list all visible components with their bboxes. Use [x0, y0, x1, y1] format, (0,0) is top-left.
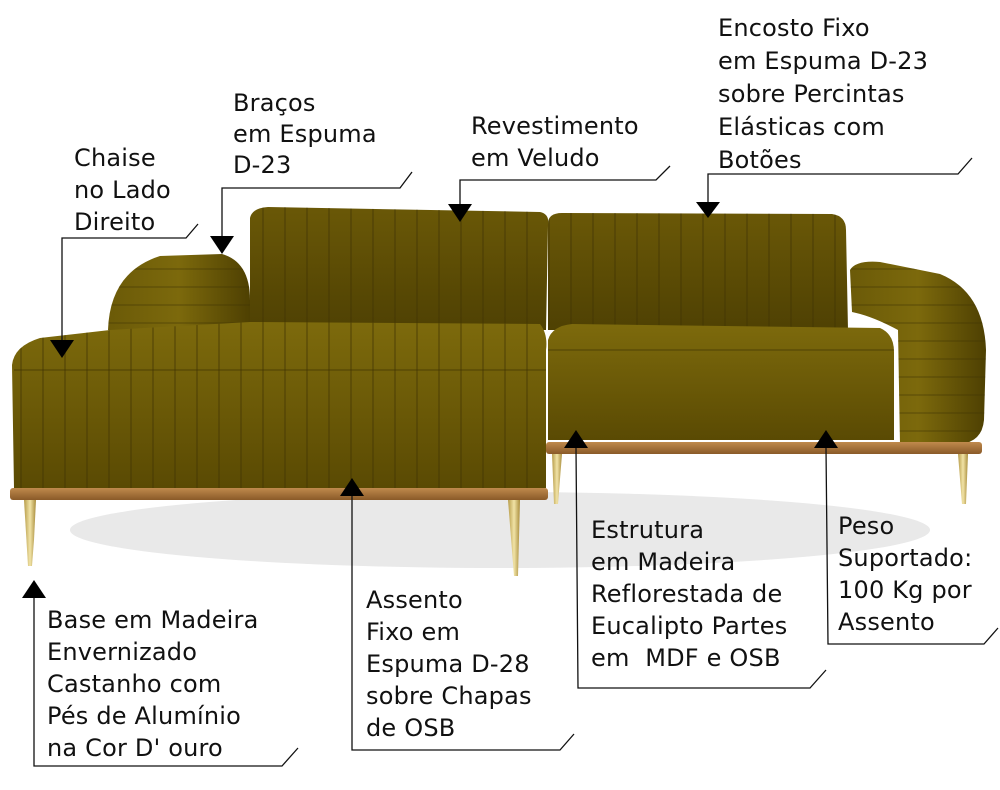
- arrow-encosto: [696, 202, 720, 218]
- callout-assento-line: sobre Chapas: [366, 682, 532, 710]
- arrow-peso: [814, 430, 838, 448]
- callout-peso-line: Assento: [838, 608, 935, 636]
- callout-revestimento-line: Revestimento: [471, 112, 639, 140]
- callout-assento-line: de OSB: [366, 714, 456, 742]
- callout-bracos: Braços em Espuma D-23: [233, 88, 377, 181]
- callout-bracos-line: Braços: [233, 89, 316, 117]
- callout-estrutura-line: em MDF e OSB: [591, 644, 781, 672]
- callout-peso: Peso Suportado: 100 Kg por Assento: [838, 510, 972, 638]
- callout-estrutura: Estrutura em Madeira Reflorestada de Euc…: [591, 514, 787, 674]
- callout-estrutura-line: em Madeira: [591, 548, 736, 576]
- right-arm: [850, 261, 986, 444]
- callout-chaise: Chaise no Lado Direito: [74, 142, 171, 238]
- callout-assento-line: Espuma D-28: [366, 650, 530, 678]
- callout-assento-line: Fixo em: [366, 618, 461, 646]
- callout-estrutura-line: Reflorestada de: [591, 580, 783, 608]
- callout-assento-line: Assento: [366, 586, 463, 614]
- callout-peso-line: Peso: [838, 512, 895, 540]
- callout-lines: [33, 157, 999, 767]
- arrowheads: [22, 202, 838, 598]
- callout-chaise-line: Direito: [74, 208, 156, 236]
- callout-encosto: Encosto Fixo em Espuma D-23 sobre Percin…: [718, 12, 928, 177]
- arrow-base: [22, 580, 46, 598]
- callout-estrutura-line: Estrutura: [591, 516, 705, 544]
- arrow-estrutura: [564, 430, 588, 448]
- callout-base-line: Envernizado: [47, 638, 198, 666]
- callout-assento: Assento Fixo em Espuma D-28 sobre Chapas…: [366, 584, 532, 744]
- callout-encosto-line: Botões: [718, 146, 802, 174]
- callout-chaise-line: no Lado: [74, 176, 171, 204]
- callout-chaise-line: Chaise: [74, 144, 156, 172]
- callout-bracos-line: em Espuma: [233, 120, 377, 148]
- callout-revestimento: Revestimento em Veludo: [471, 110, 639, 174]
- left-arm: [108, 254, 250, 330]
- callout-base-line: na Cor D' ouro: [47, 734, 223, 762]
- chaise-seat: [12, 322, 547, 488]
- callout-peso-line: 100 Kg por: [838, 576, 972, 604]
- callout-encosto-line: Elásticas com: [718, 113, 886, 141]
- callout-encosto-line: Encosto Fixo: [718, 14, 870, 42]
- floor-shadow: [70, 492, 930, 568]
- callout-base: Base em Madeira Envernizado Castanho com…: [47, 604, 259, 764]
- arrow-chaise: [50, 340, 74, 358]
- callout-encosto-line: sobre Percintas: [718, 80, 905, 108]
- callout-base-line: Base em Madeira: [47, 606, 259, 634]
- callout-base-line: Pés de Alumínio: [47, 702, 242, 730]
- callout-estrutura-line: Eucalipto Partes: [591, 612, 788, 640]
- callout-revestimento-line: em Veludo: [471, 144, 600, 172]
- callout-encosto-line: em Espuma D-23: [718, 47, 929, 75]
- callout-base-line: Castanho com: [47, 670, 222, 698]
- arrow-revestimento: [448, 204, 472, 222]
- wood-base: [10, 442, 982, 500]
- arrow-bracos: [210, 236, 234, 254]
- backrest: [250, 207, 848, 330]
- callout-bracos-line: D-23: [233, 151, 292, 179]
- arrow-assento: [340, 478, 364, 496]
- callout-peso-line: Suportado:: [838, 544, 973, 572]
- gold-legs: [24, 454, 968, 576]
- right-seat: [548, 324, 894, 440]
